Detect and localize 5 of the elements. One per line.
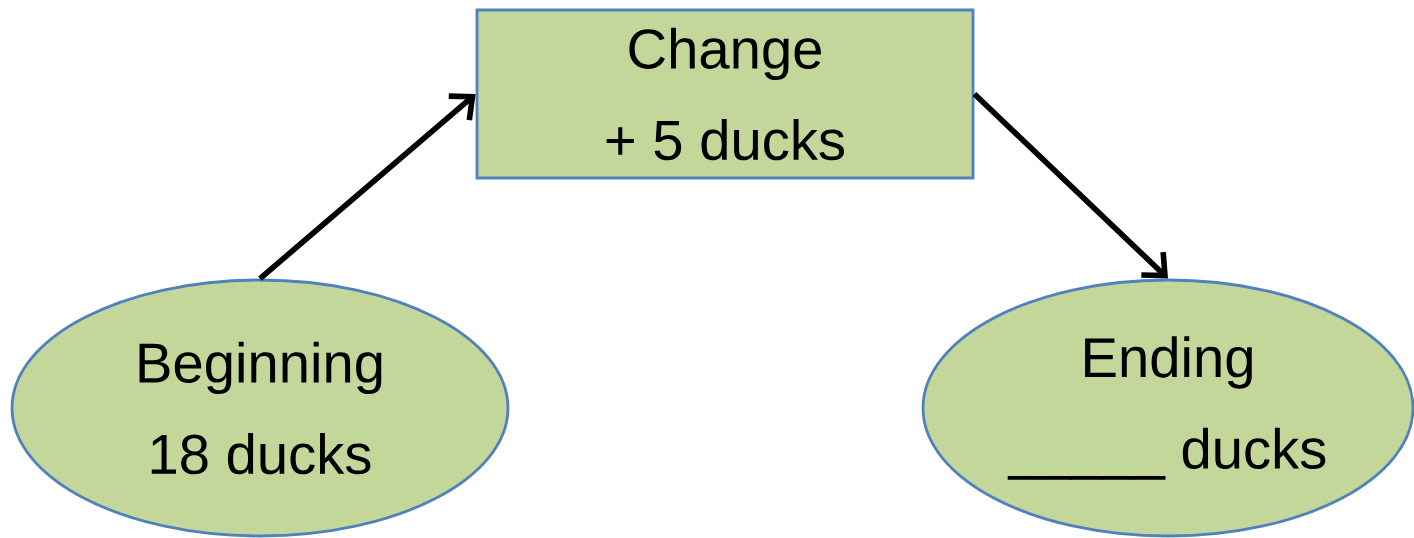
arrow xyxy=(972,91,1168,279)
arrow xyxy=(258,93,476,281)
ellipse-node: Beginning 18 ducks xyxy=(10,278,510,538)
ellipse-node: Ending _____ ducks xyxy=(921,278,1414,538)
process-box: Change + 5 ducks xyxy=(475,8,975,180)
